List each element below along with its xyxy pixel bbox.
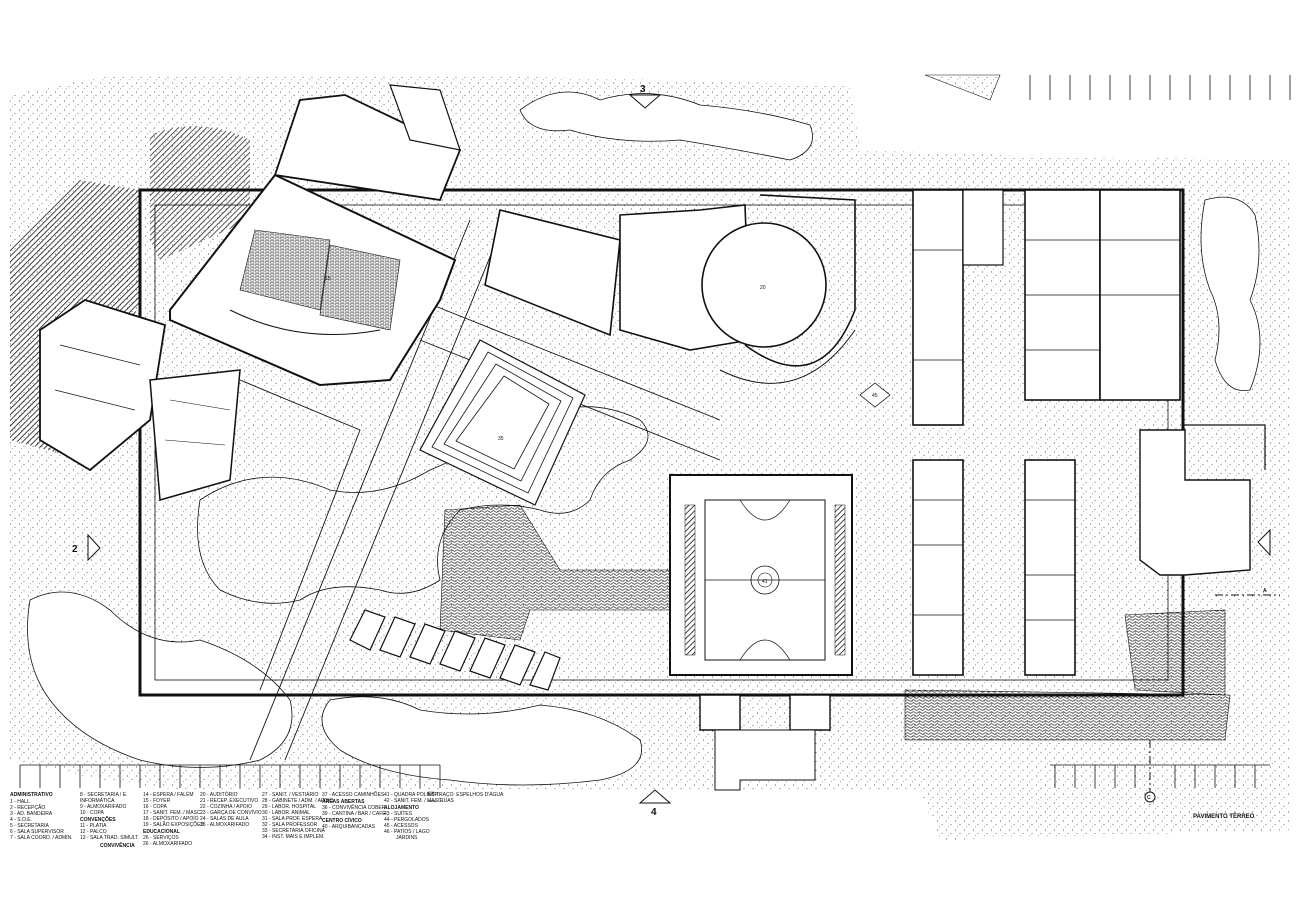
section-label-east: A — [1263, 588, 1267, 594]
section-label-north: 3 — [640, 84, 646, 95]
legend-col-1: ADMINISTRATIVO 1 - HALL 2 - RECEPÇÃO 3 -… — [10, 792, 73, 841]
legend-item: 8 - SECRETARIA / E. — [80, 792, 127, 798]
auditorium-wing: 15 — [169, 84, 462, 387]
legend-item: 39 - CANTINA / BAR / CAFÉ — [322, 810, 386, 817]
legend-item: 32 - SALA PROFESSOR — [262, 822, 318, 828]
legend-item: 15 - FOYER — [143, 798, 171, 804]
section-marker-east: A — [1215, 528, 1280, 596]
water-features — [439, 504, 1231, 741]
legend-item: 14 - ESPERA / FALÉM — [143, 791, 194, 798]
legend-item: 5 - SECRETARIA — [10, 823, 49, 829]
room-label-pool: 35 — [498, 436, 504, 442]
legend-item: 45 - ACESSOS — [384, 823, 419, 829]
sports-court: 41 — [669, 474, 853, 791]
legend-item: 2 - RECEPÇÃO — [10, 804, 45, 811]
legend-col-3: 14 - ESPERA / FALÉM 15 - FOYER 16 - COPA… — [143, 791, 205, 828]
legend-item: 28 - GABINETE / ADM. / APOIO — [262, 798, 334, 804]
pool: 35 — [419, 339, 586, 506]
legend-item: 7 - SALA COORD. / ADMIN. — [10, 835, 73, 841]
legend-item: 4 - S.O.E. — [10, 817, 32, 823]
legend-item: 19 - SALÃO EXPOSIÇÕES — [143, 821, 205, 828]
legend-item: 26 - ALMOXARIFADO — [143, 841, 192, 847]
legend-item: 40 - ARQUIBANCADAS — [322, 824, 376, 830]
legend-item: 24 - SALAS DE AULA — [200, 816, 249, 822]
legend-item: RUAS — [440, 798, 455, 804]
legend-col-6: 37 - ACESSO CAMINHÕES ÁREAS ABERTAS 36 -… — [322, 791, 387, 830]
legend-item: 27 - SANIT. / VESTIÁRIO — [262, 791, 319, 798]
legend-item: 44 - PERGOLADOS — [384, 817, 430, 823]
legend-heading-alojamento: ALOJAMENTO — [384, 805, 419, 811]
legend-item: 36 - CONVIVÊNCIA COBER. — [322, 803, 387, 811]
patio-marker: 45 — [859, 382, 891, 408]
legend-item: 33 - SECRETARIA OFICINA — [262, 828, 326, 834]
legend-col-4: 20 - AUDITÓRIO 21 - RECEP. EXECUTIVO 22 … — [143, 791, 262, 847]
legend-item: 17 - SANIT. FEM. / MASC. — [143, 810, 202, 816]
legend-item: 11 - PLATIA — [80, 823, 107, 829]
legend-item: 21 - RECEP. EXECUTIVO — [200, 798, 258, 804]
legend-item: 6 - SALA SUPERVISOR — [10, 829, 64, 835]
legend-col-8: TRAÇO: ESPELHOS D'ÁGUA RUAS — [427, 791, 504, 804]
legend-item: 29 - LABOR. HOSPITAL — [262, 804, 316, 810]
room-label-auditorium: 15 — [325, 276, 331, 282]
legend-item: 34 - INST. MAIS E IMPLEM. — [262, 834, 325, 840]
admin-wing — [39, 299, 241, 501]
section-label-west: 2 — [72, 544, 78, 555]
legend-item: JARDINS — [396, 835, 418, 841]
room-label-round-hall: 20 — [760, 285, 766, 291]
sheet-title: PAVIMENTO TÉRREO — [1193, 812, 1255, 820]
section-marker-north: 3 — [628, 84, 662, 109]
classroom-wings — [912, 189, 1266, 676]
legend-item: 12 - PALCO — [80, 829, 107, 835]
legend-col-7: 41 - QUADRA POLIESP. 42 - SANIT. FEM. / … — [384, 792, 443, 841]
legend-heading-areas-abertas: ÁREAS ABERTAS — [322, 798, 365, 805]
housing-units — [349, 609, 561, 691]
legend-item: 43 - SUÍTES — [384, 810, 413, 817]
legend-heading-educacional: EDUCACIONAL — [143, 829, 180, 835]
legend-col-2: 8 - SECRETARIA / E. INFORMÁTICA 9 - ALMO… — [80, 792, 139, 849]
legend-item: 31 - SALA PROF. ESPERA — [262, 816, 323, 822]
round-hall-block: 20 — [484, 194, 856, 384]
legend-item: 26 - SERVIÇOS — [143, 835, 179, 841]
section-label-c: C — [1147, 795, 1151, 801]
legend-item: 9 - ALMOXARIFADO — [80, 804, 127, 810]
legend-item: TRAÇO: ESPELHOS D'ÁGUA — [436, 791, 504, 798]
legend-heading-convivencia: CONVIVÊNCIA — [100, 841, 135, 849]
legend-item: 23 - GARÇA DE CONVÍVIO — [200, 809, 262, 816]
legend-item: 10 - COPA — [80, 810, 104, 816]
legend-item: 30 - LABOR. ANIMAL — [262, 810, 310, 816]
legend-item: 25 - ALMOXARIFADO — [200, 822, 249, 828]
section-marker-west: 2 — [72, 533, 101, 562]
legend-heading-centro-civico: CENTRO CÍVICO — [322, 816, 362, 824]
legend-item: 13 - SALA TRAD. SIMULT. — [80, 835, 139, 841]
legend-col-5: 27 - SANIT. / VESTIÁRIO 28 - GABINETE / … — [262, 791, 334, 840]
legend-item: 18 - DEPÓSITO / APOIO — [143, 815, 199, 822]
section-marker-south: 4 — [638, 789, 672, 818]
legend: ADMINISTRATIVO 1 - HALL 2 - RECEPÇÃO 3 -… — [10, 791, 504, 849]
legend-heading-administrativo: ADMINISTRATIVO — [10, 792, 53, 798]
legend-item: 22 - COZINHA / APOIO — [200, 804, 252, 810]
legend-item: 46 - PATIOS / LAGO — [384, 829, 430, 835]
legend-item: 37 - ACESSO CAMINHÕES — [322, 791, 385, 798]
section-marker-c: C — [1144, 740, 1156, 805]
legend-item: INFORMÁTICA — [80, 797, 115, 804]
section-label-south: 4 — [651, 807, 657, 818]
legend-item: 1 - HALL — [10, 799, 30, 805]
legend-heading-convencoes: CONVENÇÕES — [80, 816, 116, 823]
room-label-patio: 45 — [872, 393, 878, 399]
legend-item: 42 - SANIT. FEM. / MASC. — [384, 798, 443, 804]
legend-item: 3 - AD. BANDEIRA — [10, 811, 53, 817]
legend-item: 20 - AUDITÓRIO — [200, 791, 238, 798]
legend-item: 41 - QUADRA POLIESP. — [384, 792, 439, 798]
parking-stripes — [19, 75, 1291, 788]
room-label-court: 41 — [762, 579, 768, 585]
legend-item: 16 - COPA — [143, 804, 167, 810]
